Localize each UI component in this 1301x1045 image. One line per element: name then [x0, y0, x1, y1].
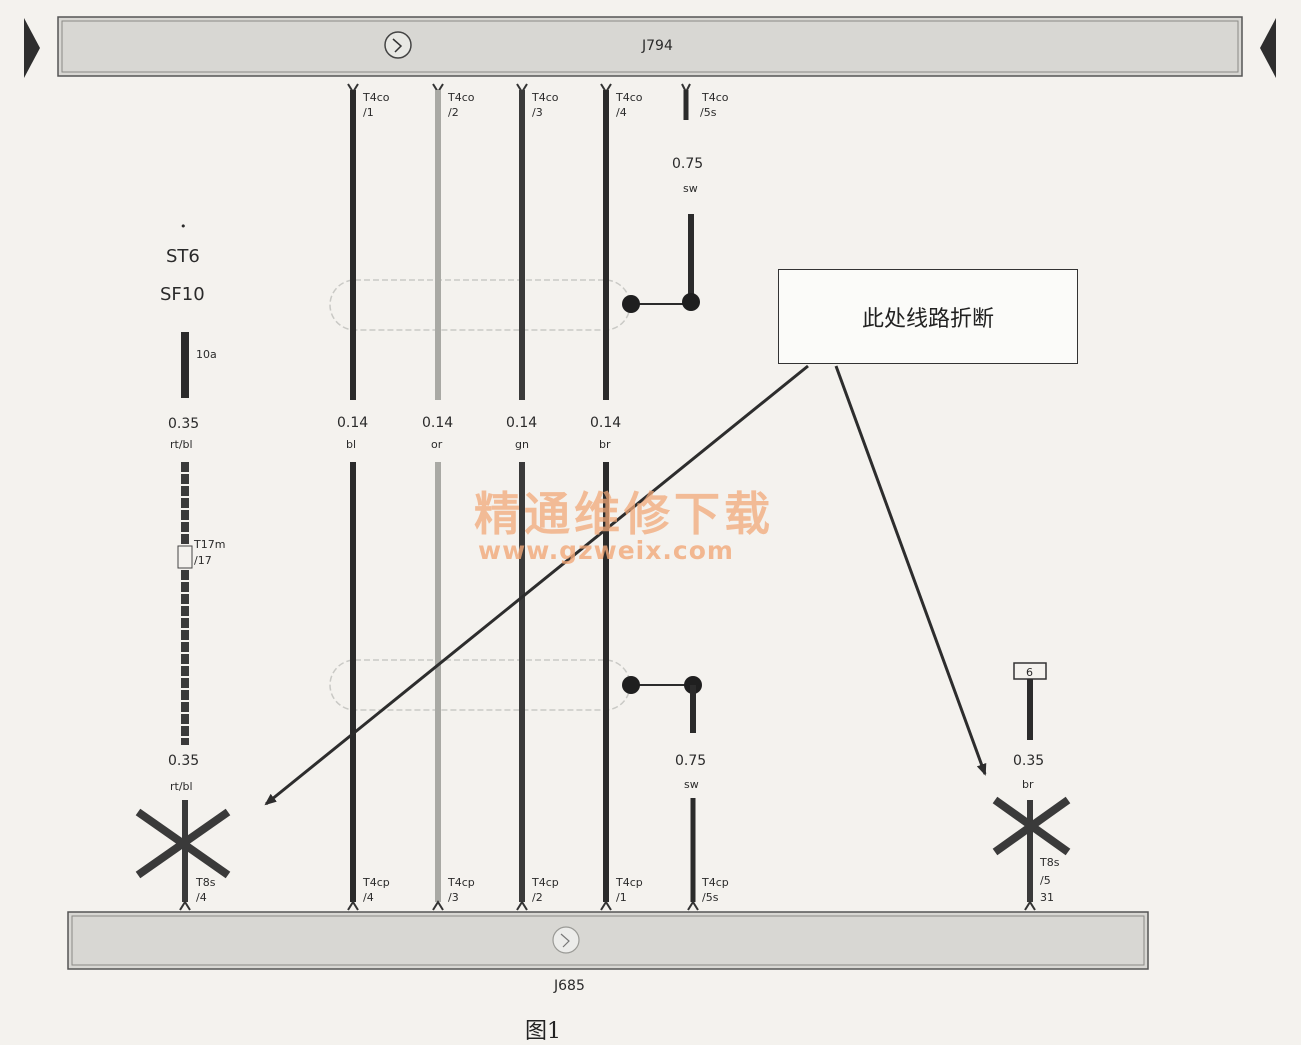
top-pin-label: /2 [448, 106, 459, 119]
bottom-pin-label: /2 [532, 891, 543, 904]
callout-box: 此处线路折断 [778, 269, 1078, 364]
right-bottom-pin: /5 [1040, 874, 1051, 887]
bottom-pin-label: /1 [616, 891, 627, 904]
shield-top-color: sw [683, 182, 698, 195]
callout-text: 此处线路折断 [861, 306, 994, 332]
shield-junction-dot [682, 293, 700, 311]
wire-color-label: br [599, 438, 611, 451]
bottom-connector-label: T4cp [447, 876, 475, 889]
module-symbol-icon [384, 31, 412, 59]
break-cross-icon [135, 808, 231, 879]
left-sf-label: SF10 [160, 284, 205, 305]
watermark-title: 精通维修下载 [474, 487, 774, 541]
watermark-url: www.gzweix.com [478, 536, 734, 565]
terminal-icon [347, 900, 359, 911]
left-st-label: ST6 [166, 246, 200, 267]
figure-caption: 图1 [525, 1019, 561, 1044]
dot-marker: • [180, 220, 187, 233]
right-color: br [1022, 778, 1034, 791]
module-symbol-icon [552, 926, 580, 954]
wire-color-label: gn [515, 438, 529, 451]
left-mid-pin: /17 [194, 554, 212, 567]
right-size: 0.35 [1013, 753, 1044, 769]
shield-wire-bottom: 0.75 sw T4cp /5s [622, 676, 729, 911]
right-branch-wire: 6 0.35 br T8s /5 31 [992, 662, 1071, 911]
callout-arrow-left [264, 364, 809, 806]
bottom-connector-label: T4cp [615, 876, 643, 889]
top-connector-label: T4co [615, 91, 643, 104]
terminal-icon [600, 900, 612, 911]
break-cross-icon [992, 796, 1071, 856]
bottom-connector-label: T4cp [531, 876, 559, 889]
wire-size-label: 0.14 [337, 415, 368, 431]
top-pin-label: /3 [532, 106, 543, 119]
left-fuse-pin: 10a [196, 348, 217, 361]
wire-color-label: bl [346, 438, 356, 451]
shield-bottom-connector: T4cp [701, 876, 729, 889]
bottom-pin-label: /4 [363, 891, 374, 904]
shield-top-connector: T4co [701, 91, 729, 104]
right-bottom-pin2: 31 [1040, 891, 1054, 904]
shield-junction-dot [622, 295, 640, 313]
wire-size-label: 0.14 [590, 415, 621, 431]
left-branch-wire: • ST6 SF10 10a 0.35 rt/bl T17m /17 0.35 … [135, 220, 231, 911]
shield-bottom-size: 0.75 [675, 753, 706, 769]
bottom-module-label: J685 [553, 978, 585, 994]
left-size-bottom: 0.35 [168, 753, 199, 769]
wire-size-label: 0.14 [422, 415, 453, 431]
inline-connector-icon [177, 545, 193, 569]
callout-arrow-right [834, 365, 987, 776]
left-color-top: rt/bl [170, 438, 193, 451]
bottom-module-j685: J685 [67, 911, 1149, 994]
left-bottom-pin: /4 [196, 891, 207, 904]
shield-junction-dot [622, 676, 640, 694]
lower-shield-sheath [329, 659, 631, 711]
right-continuation-arrow-icon [1260, 18, 1276, 78]
wire-color-label: or [431, 438, 443, 451]
left-color-bottom: rt/bl [170, 780, 193, 793]
bottom-connector-label: T4cp [362, 876, 390, 889]
shield-bottom-pin: /5s [702, 891, 719, 904]
signal-wires: T4co/10.14blT4cp/4T4co/20.14orT4cp/3T4co… [337, 83, 643, 911]
terminal-icon [432, 900, 444, 911]
left-bottom-connector: T8s [195, 876, 216, 889]
top-module-j794: J794 [57, 16, 1243, 77]
wire-size-label: 0.14 [506, 415, 537, 431]
upper-shield-sheath [329, 279, 631, 331]
top-module-label: J794 [641, 38, 673, 54]
bottom-pin-label: /3 [448, 891, 459, 904]
top-connector-label: T4co [362, 91, 390, 104]
ground-label: 6 [1026, 666, 1033, 679]
right-bottom-connector: T8s [1039, 856, 1060, 869]
terminal-icon [516, 900, 528, 911]
top-pin-label: /4 [616, 106, 627, 119]
shield-bottom-color: sw [684, 778, 699, 791]
top-pin-label: /1 [363, 106, 374, 119]
top-connector-label: T4co [531, 91, 559, 104]
left-mid-connector: T17m [193, 538, 225, 551]
left-continuation-arrow-icon [24, 18, 40, 78]
shield-wire-top: T4co /5s 0.75 sw [622, 83, 729, 313]
shield-top-size: 0.75 [672, 156, 703, 172]
left-size-top: 0.35 [168, 416, 199, 432]
top-connector-label: T4co [447, 91, 475, 104]
shield-top-pin: /5s [700, 106, 717, 119]
